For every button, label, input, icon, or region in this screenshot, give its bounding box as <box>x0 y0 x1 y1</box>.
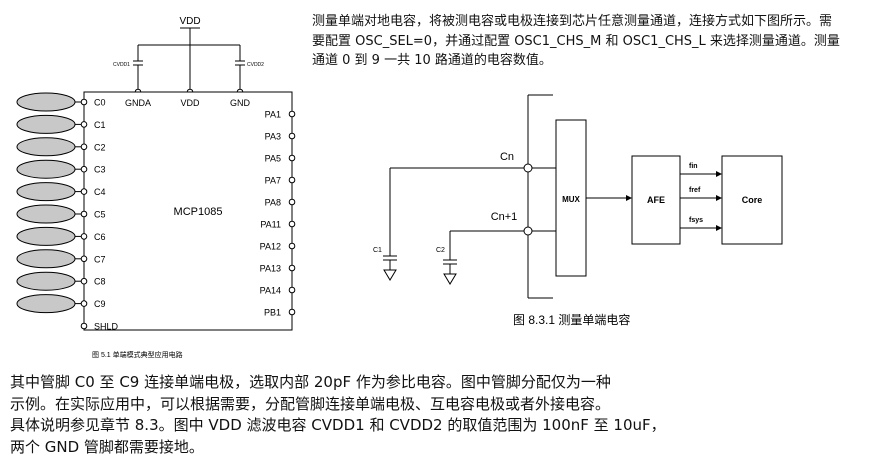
left-pin-label: C6 <box>94 232 106 242</box>
pin-dot <box>288 242 296 250</box>
core-block <box>721 155 783 245</box>
electrode-pad <box>16 271 76 291</box>
pin-dot <box>80 233 88 240</box>
left-pin-label: C9 <box>94 299 106 309</box>
bottom-text-line: 其中管脚 C0 至 C9 连接单端电极，选取内部 20pF 作为参比电容。图中管… <box>10 373 611 391</box>
left-pin-label: C1 <box>94 120 106 130</box>
mux-label: MUX <box>562 195 580 204</box>
right-pin-label: PA11 <box>260 220 281 230</box>
right-pin-label: PA8 <box>265 198 281 208</box>
electrode-pad <box>16 294 76 314</box>
right-pin-label: PA5 <box>265 154 281 164</box>
electrode-pad <box>16 249 76 269</box>
left-pin-label: C7 <box>94 254 106 264</box>
c1-label: C1 <box>373 247 382 254</box>
single-ended-capacitance-diagram: Cn Cn+1 C1 C2 MUX AFE fin fref fsys Core… <box>373 94 783 327</box>
chip-name: MCP1085 <box>174 206 223 218</box>
left-figure-caption: 图 5.1 单端模式典型应用电路 <box>92 350 183 359</box>
vdd-supply-label: VDD <box>179 16 200 27</box>
electrode-pad <box>16 226 76 246</box>
cvdd1-label: CVDD1 <box>113 62 130 68</box>
cvdd2-label: CVDD2 <box>247 62 264 68</box>
right-text-line: 通道 0 到 9 一共 10 路通道的电容数值。 <box>312 53 552 68</box>
right-text-line: 测量单端对地电容，将被测电容或电极连接到芯片任意测量通道，连接方式如下图所示。需 <box>312 14 833 29</box>
pin-dot <box>288 110 296 118</box>
signal-fsys-label: fsys <box>689 217 703 224</box>
pin-dot <box>80 300 88 307</box>
right-pin-label: PA7 <box>265 176 281 186</box>
top-pin-label: VDD <box>180 98 200 108</box>
bottom-description: 其中管脚 C0 至 C9 连接单端电极，选取内部 20pF 作为参比电容。图中管… <box>10 372 730 458</box>
bottom-text-line: 具体说明参见章节 8.3。图中 VDD 滤波电容 CVDD1 和 CVDD2 的… <box>10 416 666 434</box>
top-pin-label: GND <box>230 98 251 108</box>
right-figure-caption: 图 8.3.1 测量单端电容 <box>513 312 630 327</box>
pin-dot <box>288 198 296 206</box>
signal-fin-label: fin <box>689 163 698 170</box>
left-pin-label: C8 <box>94 277 106 287</box>
right-pin-label: PB1 <box>264 308 281 318</box>
pin-dot <box>80 98 88 106</box>
right-text-line: 要配置 OSC_SEL=0，并通过配置 OSC1_CHS_M 和 OSC1_CH… <box>312 33 840 49</box>
pin-dot <box>288 308 296 316</box>
c2-label: C2 <box>436 247 445 254</box>
right-pin-label: PA1 <box>265 110 281 120</box>
pin-dot <box>288 154 296 162</box>
signal-fref-label: fref <box>689 187 701 194</box>
electrode-pad <box>16 137 76 157</box>
core-label: Core <box>742 195 763 205</box>
cn1-label: Cn+1 <box>491 211 518 223</box>
cn-label: Cn <box>500 151 514 163</box>
right-description: 测量单端对地电容，将被测电容或电极连接到芯片任意测量通道，连接方式如下图所示。需… <box>312 12 867 71</box>
top-pin-label: GNDA <box>125 98 151 108</box>
bottom-text-line: 示例。在实际应用中，可以根据需要，分配管脚连接单端电极、互电容电极或者外接电容。 <box>10 394 611 413</box>
left-pin-label: C0 <box>94 98 106 108</box>
right-pin-label: PA3 <box>265 132 281 142</box>
pin-dot <box>288 264 296 272</box>
pin-dot <box>80 143 88 151</box>
pin-dot <box>288 176 296 184</box>
top-pin-labels: GNDA VDD GND <box>125 98 251 108</box>
pin-dot <box>80 322 88 330</box>
left-pin-label: C5 <box>94 210 106 220</box>
afe-label: AFE <box>647 195 665 205</box>
afe-block <box>631 155 681 245</box>
pin-dot <box>288 220 296 228</box>
chip-body <box>83 91 293 331</box>
right-pin-label: PA14 <box>260 286 281 296</box>
pin-dot <box>288 286 296 294</box>
pin-dot <box>80 188 88 195</box>
electrode-pad <box>16 114 76 134</box>
left-pin-label: C4 <box>94 187 106 197</box>
pin-dot <box>80 255 88 263</box>
left-pin-label: C2 <box>94 142 106 152</box>
electrode-pad <box>16 159 76 179</box>
right-pin-label: PA12 <box>260 242 281 252</box>
electrode-pad <box>16 204 76 224</box>
mux-block <box>555 119 587 277</box>
left-pin-label: SHLD <box>94 322 119 332</box>
pin-dot <box>80 210 88 218</box>
electrode-pad <box>16 92 76 112</box>
left-pin-label: C3 <box>94 165 106 175</box>
electrode-pad <box>16 182 76 202</box>
pin-dot <box>288 132 296 140</box>
pin-dot <box>80 165 88 173</box>
right-pin-label: PA13 <box>260 264 281 274</box>
bottom-text-line: 两个 GND 管脚都需要接地。 <box>10 437 204 456</box>
pin-dot <box>80 121 88 128</box>
pin-dot <box>80 277 88 285</box>
